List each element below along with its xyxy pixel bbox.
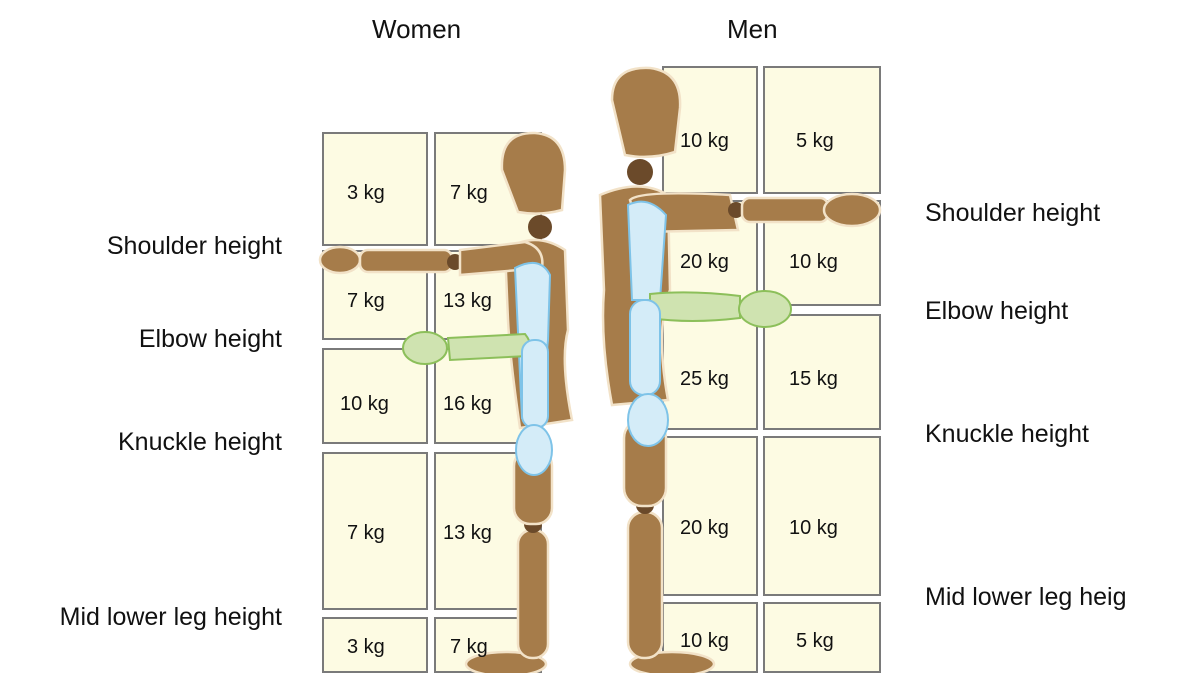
- men-mannequin: [600, 68, 880, 673]
- women-weight-shoulder-elbow-left: 7 kg: [347, 290, 385, 313]
- women-weight-shoulder-elbow-right: 13 kg: [443, 290, 492, 313]
- women-weight-shoulder-up-right: 7 kg: [450, 182, 488, 205]
- women-weight-elbow-knuckle-left: 10 kg: [340, 393, 389, 416]
- women-weight-knuckle-leg-right: 13 kg: [443, 522, 492, 545]
- women-weight-knuckle-leg-left: 7 kg: [347, 522, 385, 545]
- men-weight-elbow-knuckle-left: 25 kg: [680, 368, 729, 391]
- men-label-knuckle-height: Knuckle height: [925, 420, 1089, 449]
- women-label-mid-lower-leg-height: Mid lower leg height: [0, 603, 282, 632]
- men-label-elbow-height: Elbow height: [925, 297, 1068, 326]
- men-weight-leg-floor-left: 10 kg: [680, 630, 729, 653]
- men-weight-shoulder-up-right: 5 kg: [796, 130, 834, 153]
- women-weight-elbow-knuckle-right: 16 kg: [443, 393, 492, 416]
- women-weight-leg-floor-right: 7 kg: [450, 636, 488, 659]
- men-label-mid-lower-leg-height: Mid lower leg heig: [925, 583, 1127, 612]
- women-label-knuckle-height: Knuckle height: [0, 428, 282, 457]
- men-weight-shoulder-elbow-left: 20 kg: [680, 251, 729, 274]
- women-weight-leg-floor-left: 3 kg: [347, 636, 385, 659]
- men-weight-shoulder-up-left: 10 kg: [680, 130, 729, 153]
- men-weight-elbow-knuckle-right: 15 kg: [789, 368, 838, 391]
- men-weight-leg-floor-right: 5 kg: [796, 630, 834, 653]
- men-label-shoulder-height: Shoulder height: [925, 199, 1100, 228]
- women-label-shoulder-height: Shoulder height: [0, 232, 282, 261]
- women-label-elbow-height: Elbow height: [0, 325, 282, 354]
- men-weight-knuckle-leg-right: 10 kg: [789, 517, 838, 540]
- men-weight-knuckle-leg-left: 20 kg: [680, 517, 729, 540]
- men-weight-shoulder-elbow-right: 10 kg: [789, 251, 838, 274]
- women-weight-shoulder-up-left: 3 kg: [347, 182, 385, 205]
